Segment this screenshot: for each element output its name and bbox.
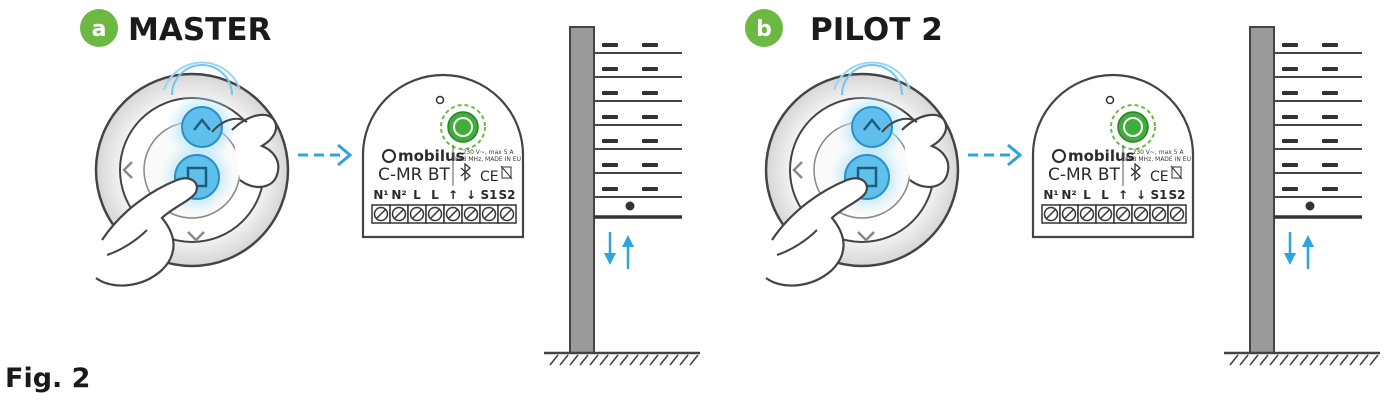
panel-b: b PILOT 2 mobilus C-MR BT 230 V~, max 5 …: [745, 9, 1382, 367]
panel-a-badge: [80, 9, 118, 47]
device-spec-line2: 868 MHz, MADE IN EU: [455, 156, 521, 163]
panel-a: a MASTER mobilus C-MR BT 230 V~, max 5 A…: [80, 9, 702, 367]
device-brand: mobilus: [1068, 147, 1135, 165]
terminal-block: [1041, 204, 1187, 224]
terminal-label: S1: [1151, 188, 1168, 202]
mobilus-logo-icon: [382, 149, 396, 163]
terminal-label: N¹: [1043, 188, 1058, 202]
remote-control-icon: [764, 61, 960, 287]
ce-mark-icon: CE: [480, 169, 499, 185]
ce-mark-icon: CE: [1150, 169, 1169, 185]
bluetooth-icon: [460, 162, 472, 182]
status-led-icon[interactable]: [447, 111, 479, 143]
weee-bin-icon: [501, 166, 512, 179]
device-brand: mobilus: [398, 147, 465, 165]
roller-shutter-icon: [1222, 25, 1382, 367]
terminal-label: S1: [481, 188, 498, 202]
status-led-icon[interactable]: [1117, 111, 1149, 143]
device-model: C-MR BT: [378, 165, 451, 185]
dashed-arrow-icon: [296, 143, 352, 167]
roller-shutter-icon: [542, 25, 702, 367]
pairing-hole-icon: [1105, 95, 1115, 105]
terminal-label: L: [1101, 188, 1109, 202]
panel-a-badge-letter: a: [92, 17, 107, 42]
terminal-label: N²: [391, 188, 406, 202]
remote-control-icon: [94, 61, 290, 287]
terminal-label: L: [431, 188, 439, 202]
terminal-label: S2: [499, 188, 516, 202]
dashed-arrow-icon: [966, 143, 1022, 167]
device-model: C-MR BT: [1048, 165, 1121, 185]
terminal-labels: N¹ N² L L ↑ ↓ S1 S2: [373, 188, 515, 202]
terminal-label: S2: [1169, 188, 1186, 202]
weee-bin-icon: [1171, 166, 1182, 179]
pairing-hole-icon: [435, 95, 445, 105]
panel-b-title: PILOT 2: [810, 12, 943, 48]
panel-b-badge-letter: b: [756, 17, 772, 42]
terminal-label: ↓: [466, 188, 476, 202]
terminal-label: ↑: [1118, 188, 1128, 202]
device-spec-line1: 230 V~, max 5 A: [1132, 149, 1184, 156]
terminal-block: [371, 204, 517, 224]
panel-a-title: MASTER: [128, 12, 271, 48]
led-glow-ring: [1110, 104, 1156, 150]
terminal-label: L: [1083, 188, 1091, 202]
led-glow-ring: [440, 104, 486, 150]
terminal-label: N¹: [373, 188, 388, 202]
device-spec-line2: 868 MHz, MADE IN EU: [1125, 156, 1191, 163]
c-mr-bt-module: mobilus C-MR BT 230 V~, max 5 A 868 MHz,…: [1031, 73, 1195, 239]
terminal-label: ↓: [1136, 188, 1146, 202]
terminal-label: L: [413, 188, 421, 202]
terminal-label: ↑: [448, 188, 458, 202]
mobilus-logo-icon: [1052, 149, 1066, 163]
bluetooth-icon: [1130, 162, 1142, 182]
c-mr-bt-module: mobilus C-MR BT 230 V~, max 5 A 868 MHz,…: [361, 73, 525, 239]
device-spec-line1: 230 V~, max 5 A: [462, 149, 514, 156]
terminal-label: N²: [1061, 188, 1076, 202]
figure-label: Fig. 2: [5, 363, 90, 394]
terminal-labels: N¹ N² L L ↑ ↓ S1 S2: [1043, 188, 1185, 202]
panel-b-badge: [745, 9, 783, 47]
